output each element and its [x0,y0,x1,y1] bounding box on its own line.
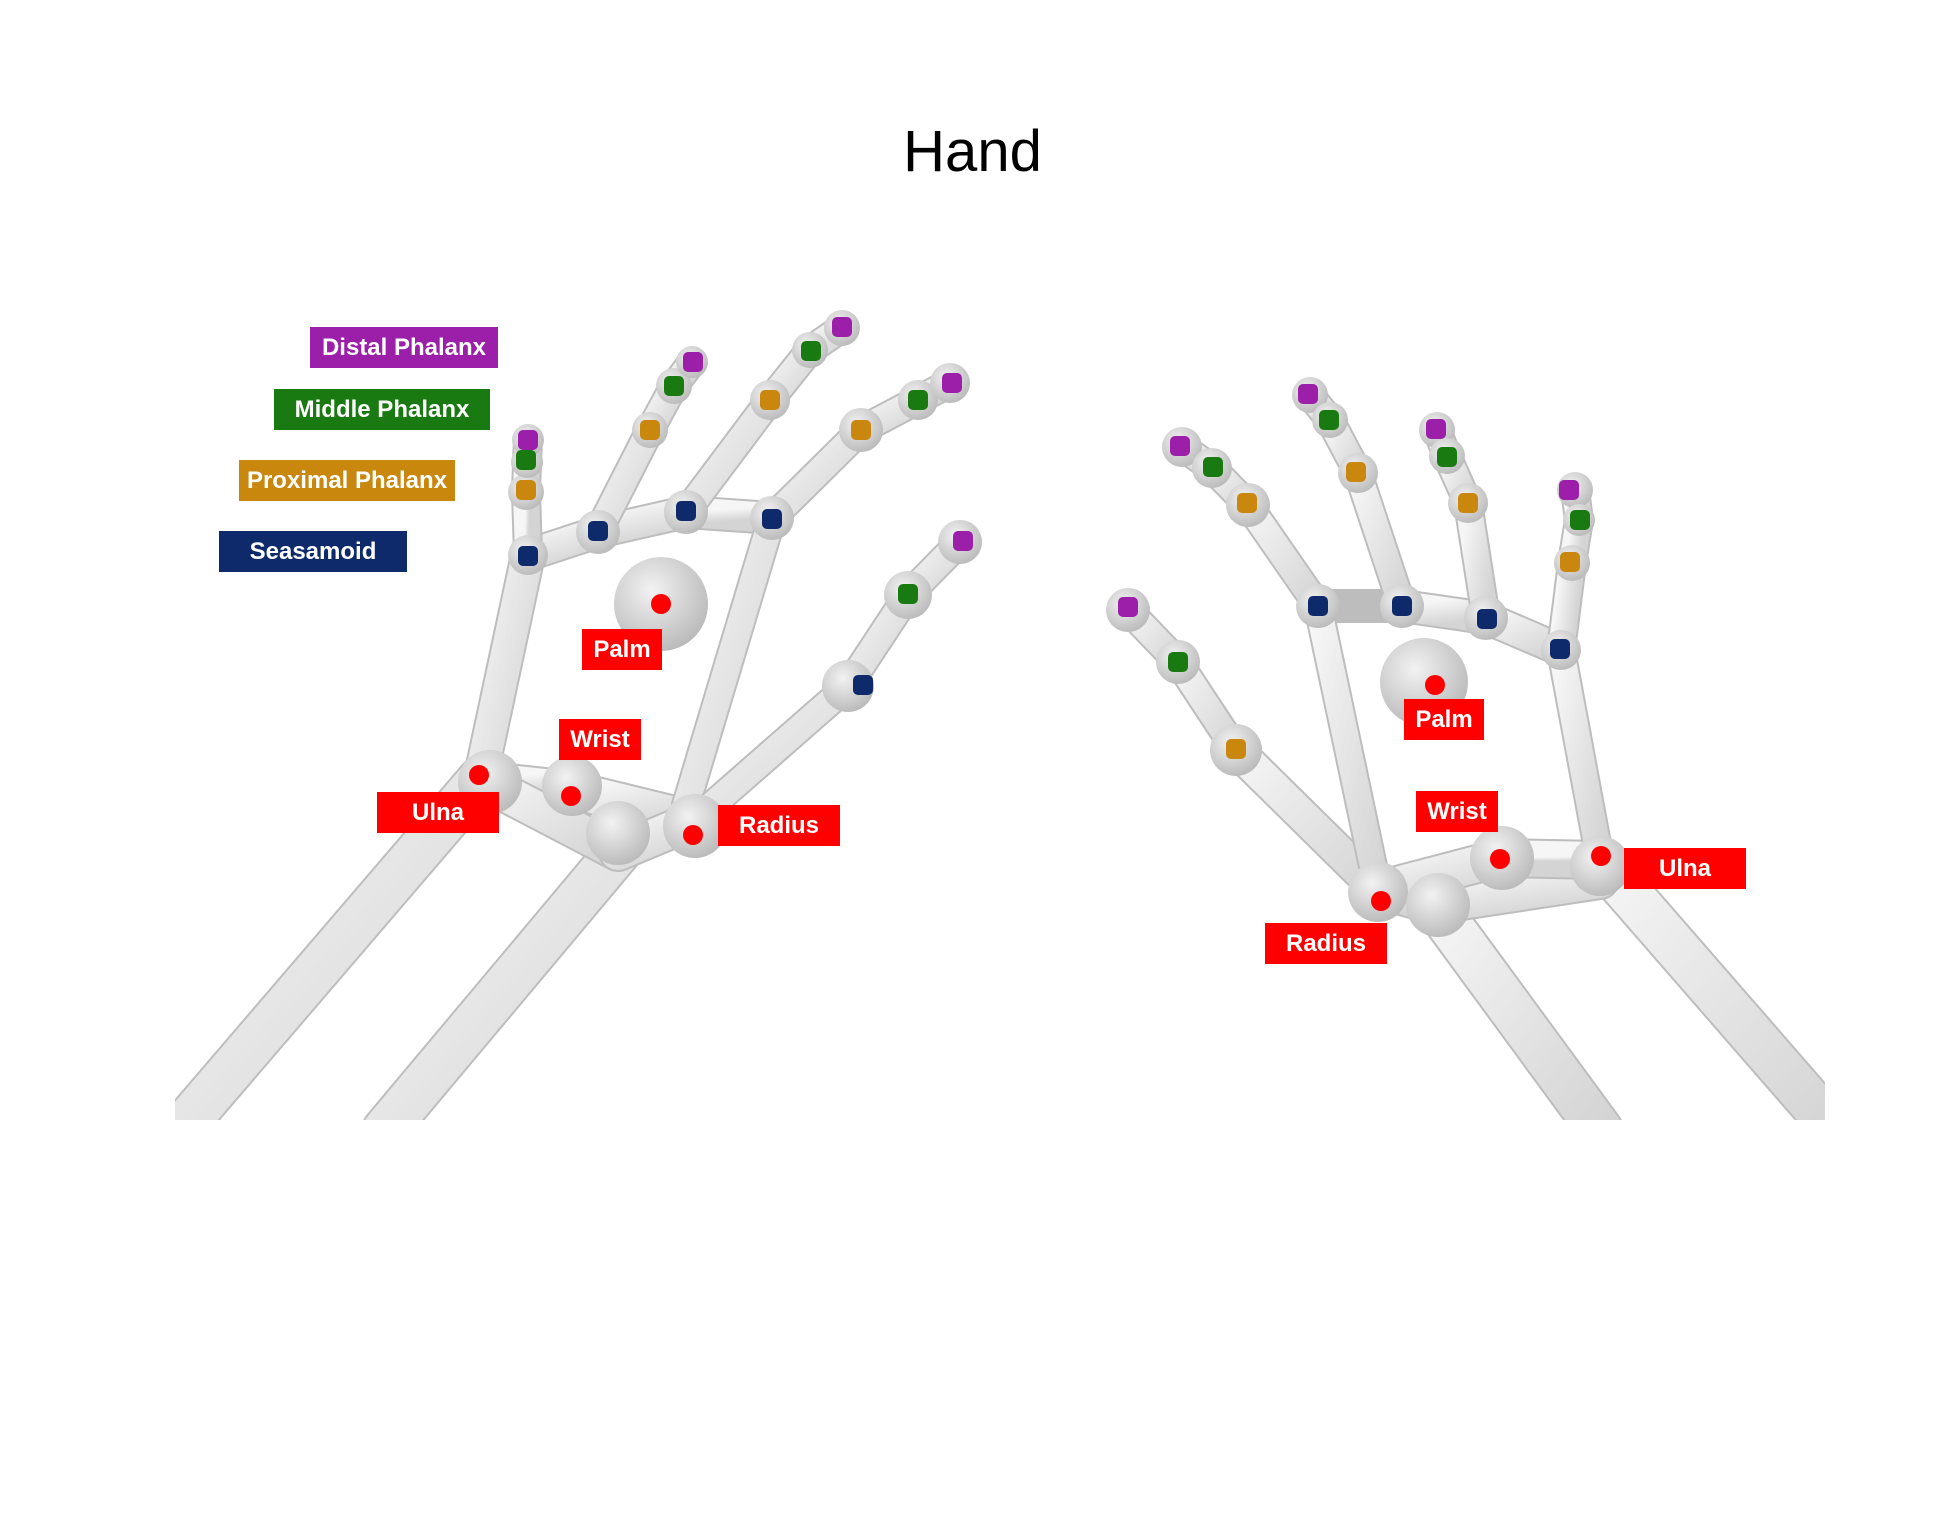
left-proximal-marker-10 [760,390,780,410]
left-seas-marker-18 [853,675,873,695]
left-radius-bone [365,830,640,1120]
left-ulna-label: Ulna [377,792,499,833]
left-distal-marker-0 [518,430,538,450]
left-joint-20 [822,660,874,712]
right-palm-marker [1425,675,1445,695]
left-seas-marker-11 [676,501,696,521]
left-radius-marker [683,825,703,845]
right-middle-marker-1 [1168,652,1188,672]
right-seas-marker-14 [1477,609,1497,629]
left-proximal-marker-14 [851,420,871,440]
legend-proximal-phalanx: Proximal Phalanx [239,460,455,501]
page-title: Hand [903,119,1042,184]
right-proximal-marker-13 [1458,493,1478,513]
right-distal-marker-7 [1298,384,1318,404]
legend-middle-phalanx: Middle Phalanx [274,389,490,430]
left-ulna-bone [175,758,502,1120]
left-middle-marker-17 [898,584,918,604]
right-ulna-label: Ulna [1624,848,1746,889]
right-seas-marker-18 [1550,639,1570,659]
right-middle-marker-8 [1319,410,1339,430]
left-ulna-marker [469,765,489,785]
right-distal-marker-11 [1426,419,1446,439]
left-palm-label: Palm [582,629,662,670]
left-finger-0-bone-14 [682,673,861,833]
right-radius-marker [1371,891,1391,911]
left-middle-marker-1 [516,450,536,470]
left-middle-marker-9 [801,341,821,361]
right-distal-marker-15 [1559,480,1579,500]
legend-seasamoid: Seasamoid [219,531,407,572]
right-seas-marker-10 [1392,596,1412,616]
right-joint-1 [1406,873,1470,937]
right-distal-marker-0 [1118,597,1138,617]
right-wrist-marker [1490,849,1510,869]
left-seas-marker-3 [518,546,538,566]
right-palm-label: Palm [1404,699,1484,740]
left-middle-marker-5 [664,376,684,396]
right-ulna-marker [1591,846,1611,866]
left-finger-0-bone-10 [673,505,785,818]
right-finger-0-bone-3 [1305,593,1391,903]
right-radius-label: Radius [1265,923,1387,964]
left-distal-marker-16 [953,531,973,551]
left-finger-0-bone-0 [464,539,544,796]
right-proximal-marker-5 [1237,493,1257,513]
left-wrist-label: Wrist [559,719,641,760]
right-seas-marker-6 [1308,596,1328,616]
left-joint-2 [586,801,650,865]
left-distal-marker-12 [942,373,962,393]
right-radius-bone [1413,883,1620,1120]
right-joint-3 [1570,836,1630,896]
right-ulna-bone [1578,838,1825,1120]
left-proximal-marker-6 [640,420,660,440]
legend-distal-phalanx: Distal Phalanx [310,327,498,368]
right-finger-0-bone-0 [1220,734,1394,906]
right-middle-marker-12 [1437,447,1457,467]
left-palm-marker [651,594,671,614]
left-finger-0-bone-7 [673,387,783,525]
left-radius-label: Radius [718,805,840,846]
left-distal-marker-8 [832,317,852,337]
left-proximal-marker-2 [516,480,536,500]
right-middle-marker-4 [1203,457,1223,477]
right-wrist-label: Wrist [1416,791,1498,832]
right-proximal-marker-9 [1346,462,1366,482]
left-seas-marker-15 [762,509,782,529]
left-seas-marker-7 [588,521,608,541]
right-finger-0-bone-7 [1345,460,1415,619]
right-finger-0-bone-13 [1548,637,1613,873]
right-middle-marker-16 [1570,510,1590,530]
right-proximal-marker-17 [1560,552,1580,572]
right-proximal-marker-2 [1226,739,1246,759]
left-joint-1 [542,756,602,816]
left-wrist-marker [561,786,581,806]
left-distal-marker-4 [683,352,703,372]
right-distal-marker-3 [1170,436,1190,456]
left-middle-marker-13 [908,390,928,410]
